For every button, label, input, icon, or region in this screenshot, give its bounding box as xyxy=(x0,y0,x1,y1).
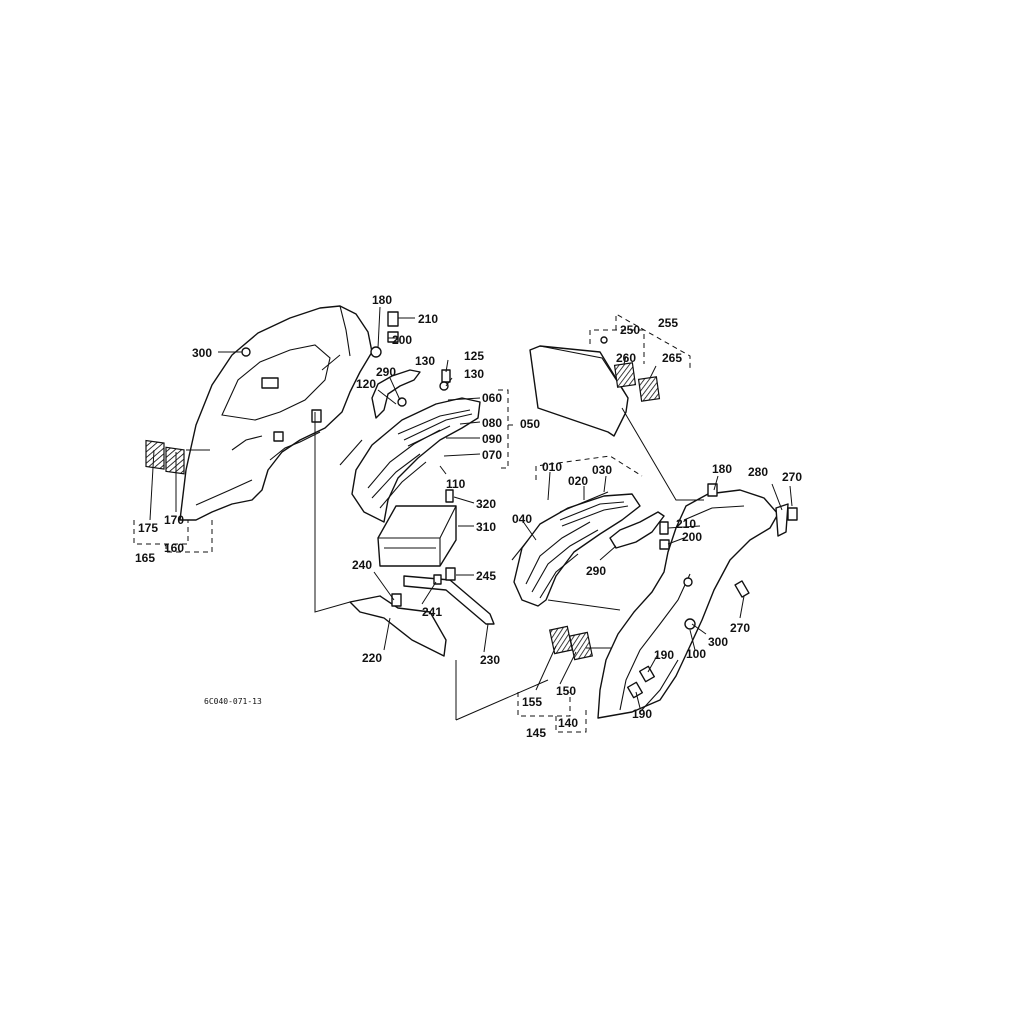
callout-241: 241 xyxy=(422,605,442,619)
callout-200-left: 200 xyxy=(392,333,412,347)
label-decal-155 xyxy=(548,625,574,655)
callout-260: 260 xyxy=(616,351,636,365)
step-bracket xyxy=(349,575,495,657)
callout-170: 170 xyxy=(164,513,184,527)
callout-190-upper: 190 xyxy=(654,648,674,662)
callout-090: 090 xyxy=(482,432,502,446)
callout-180-right: 180 xyxy=(712,462,732,476)
callout-190-lower: 190 xyxy=(632,707,652,721)
callout-130-upper: 130 xyxy=(415,354,435,368)
callout-270-lower: 270 xyxy=(730,621,750,635)
callout-270-upper: 270 xyxy=(782,470,802,484)
callout-130-lower: 130 xyxy=(464,367,484,381)
callout-030: 030 xyxy=(592,463,612,477)
callout-070: 070 xyxy=(482,448,502,462)
callout-210-left: 210 xyxy=(418,312,438,326)
callout-220: 220 xyxy=(362,651,382,665)
callout-labels: 180 210 200 300 130 125 290 130 120 060 … xyxy=(135,293,802,740)
label-decal-175 xyxy=(145,439,165,470)
callout-150: 150 xyxy=(556,684,576,698)
label-decal-170 xyxy=(165,446,185,475)
callout-050: 050 xyxy=(520,417,540,431)
callout-110: 110 xyxy=(446,477,466,491)
callout-200-right: 200 xyxy=(682,530,702,544)
grab-handle xyxy=(371,369,421,419)
right-fender xyxy=(597,489,789,719)
callout-245: 245 xyxy=(476,569,496,583)
rear-cover xyxy=(529,336,629,437)
callout-010: 010 xyxy=(542,460,562,474)
callout-120: 120 xyxy=(356,377,376,391)
callout-140: 140 xyxy=(558,716,578,730)
callout-280: 280 xyxy=(748,465,768,479)
callout-125: 125 xyxy=(464,349,484,363)
callout-040: 040 xyxy=(512,512,532,526)
label-decal-150 xyxy=(568,631,594,661)
callout-255: 255 xyxy=(658,316,678,330)
callout-060: 060 xyxy=(482,391,502,405)
callout-240: 240 xyxy=(352,558,372,572)
tool-box xyxy=(377,505,457,567)
label-decal-265 xyxy=(637,376,661,402)
callout-080: 080 xyxy=(482,416,502,430)
leader-lines xyxy=(149,306,793,721)
callout-210-right: 210 xyxy=(676,517,696,531)
left-fender xyxy=(179,305,373,521)
callout-310: 310 xyxy=(476,520,496,534)
callout-320: 320 xyxy=(476,497,496,511)
callout-290-left: 290 xyxy=(376,365,396,379)
callout-155: 155 xyxy=(522,695,542,709)
nut-icon xyxy=(241,347,251,357)
fender-bracket-icon xyxy=(261,377,279,389)
figure-code: 6C040-071-13 xyxy=(204,697,262,706)
callout-175: 175 xyxy=(138,521,158,535)
callout-230: 230 xyxy=(480,653,500,667)
callout-165: 165 xyxy=(135,551,155,565)
group-brackets xyxy=(133,313,691,733)
callout-265: 265 xyxy=(662,351,682,365)
right-step-plate xyxy=(511,491,641,607)
callout-160: 160 xyxy=(164,541,184,555)
callout-020: 020 xyxy=(568,474,588,488)
right-grab-handle xyxy=(609,511,665,549)
left-step-plate xyxy=(339,397,481,523)
callout-250: 250 xyxy=(620,323,640,337)
callout-100: 100 xyxy=(686,647,706,661)
callout-180-left: 180 xyxy=(372,293,392,307)
callout-300-right: 300 xyxy=(708,635,728,649)
callout-145: 145 xyxy=(526,726,546,740)
callout-290-right: 290 xyxy=(586,564,606,578)
bolt-icon xyxy=(387,311,399,327)
label-decal-260 xyxy=(613,362,637,388)
right-hardware xyxy=(626,483,798,699)
callout-300-left: 300 xyxy=(192,346,212,360)
